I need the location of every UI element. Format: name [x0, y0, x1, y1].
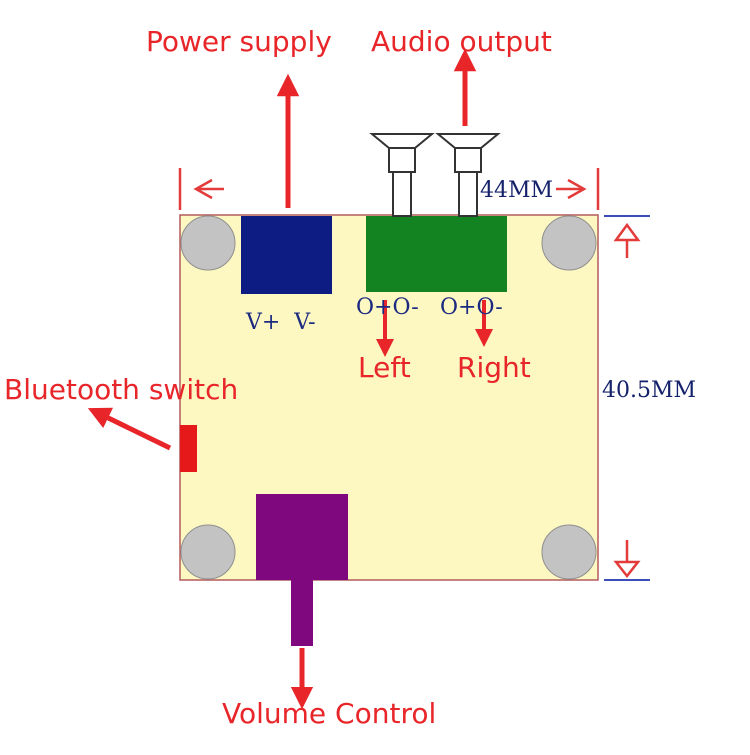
audio-output-connector	[366, 216, 507, 292]
bluetooth-switch	[180, 425, 197, 472]
mounting-hole-top-left	[180, 215, 236, 271]
power-connector	[241, 216, 332, 294]
bluetooth-switch-label: Bluetooth switch	[4, 373, 239, 406]
volume-knob-shaft	[291, 580, 313, 646]
bluetooth-switch-arrow	[87, 407, 172, 451]
right-terminals-label: O+O-	[440, 295, 503, 320]
left-terminals-label: O+O-	[356, 295, 419, 320]
width-dimension-label: 44MM	[480, 178, 554, 203]
mounting-hole-bottom-right	[541, 524, 597, 580]
width-marker-right-icon	[556, 168, 600, 210]
speaker-right-icon	[435, 133, 501, 217]
height-marker-top-icon	[604, 215, 650, 258]
volume-potentiometer	[256, 494, 348, 580]
power-supply-label: Power supply	[146, 25, 332, 58]
height-dimension-label: 40.5MM	[602, 378, 697, 403]
volume-control-label: Volume Control	[222, 697, 437, 730]
audio-output-label: Audio output	[371, 25, 552, 58]
height-marker-bottom-icon	[604, 540, 650, 581]
left-channel-label: Left	[358, 351, 411, 384]
mounting-hole-top-right	[541, 215, 597, 271]
mounting-hole-bottom-left	[180, 524, 236, 580]
speaker-left-icon	[369, 133, 435, 217]
power-terminals-label: V+ V-	[246, 310, 316, 335]
right-channel-label: Right	[457, 351, 531, 384]
width-marker-left-icon	[178, 168, 224, 210]
